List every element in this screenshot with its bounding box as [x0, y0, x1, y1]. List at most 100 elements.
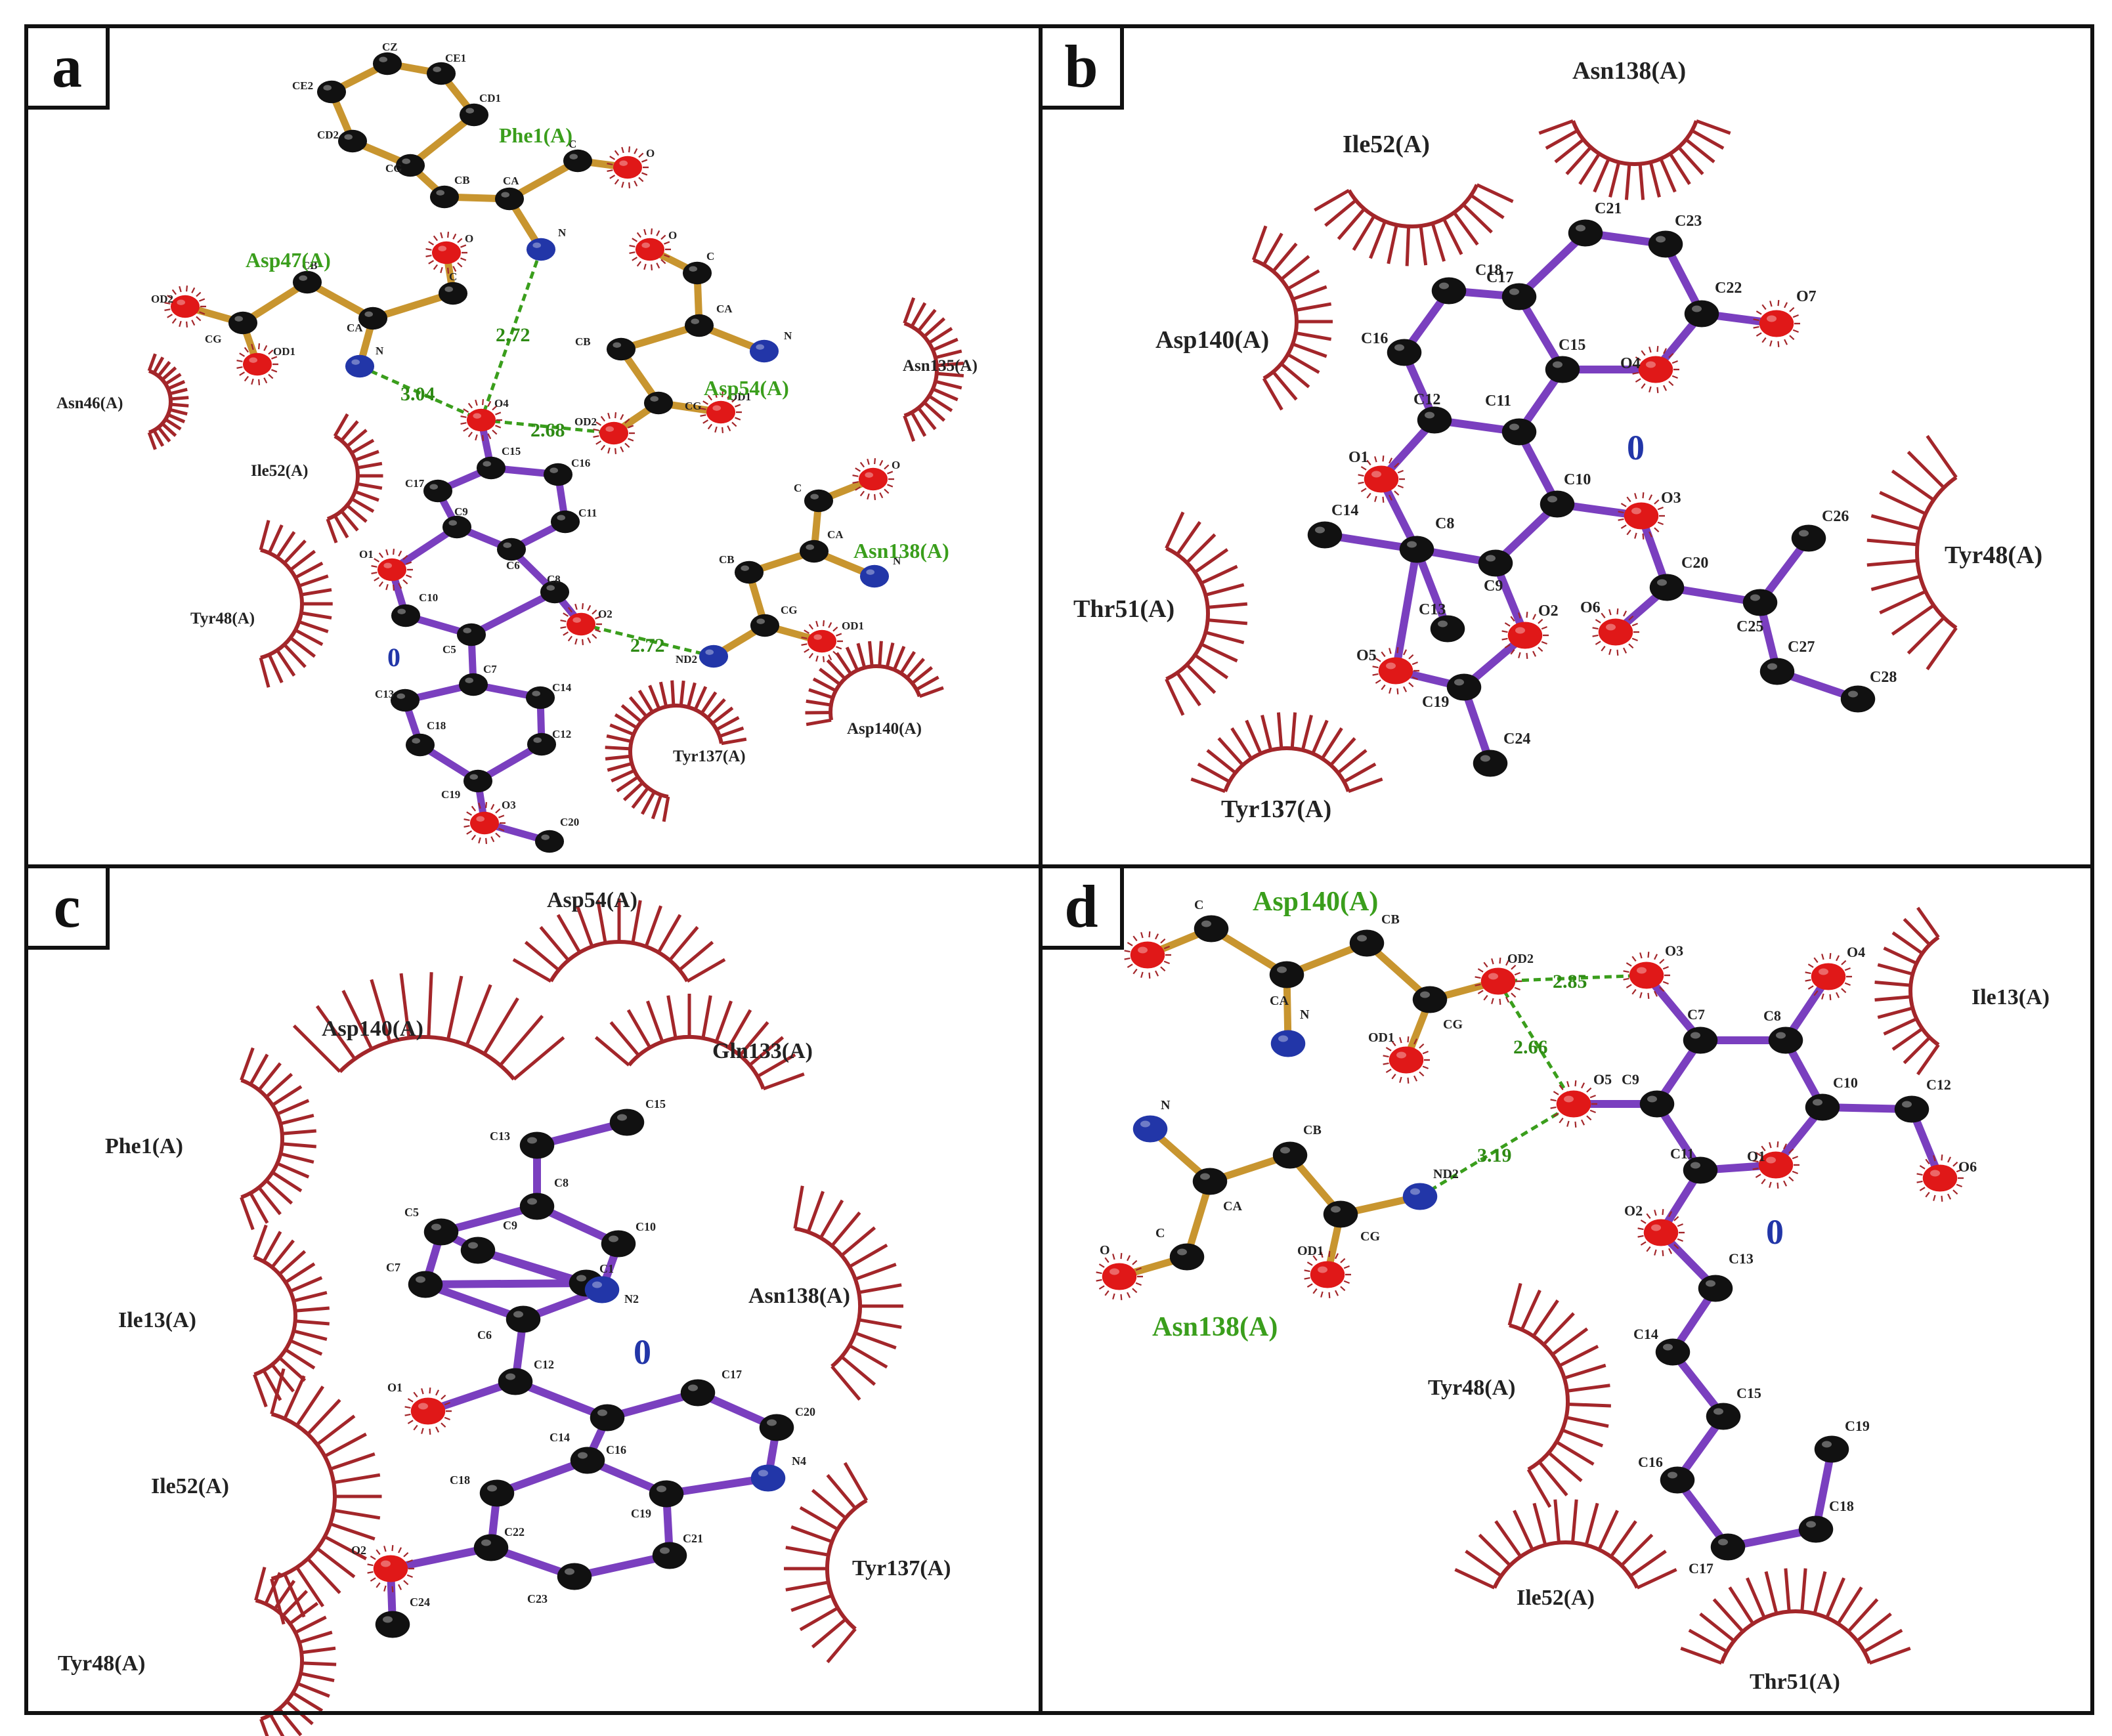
panel-d-ligand-atom-c12: [1894, 1095, 1929, 1123]
panel-b-label-c21: C21: [1595, 200, 1622, 217]
panel-b-atom-c27: [1759, 658, 1795, 685]
panel-b-label-o7: O7: [1796, 288, 1817, 305]
panel-a-asp54-atom-cb: [606, 337, 636, 361]
panel-b-hydro-tyr137-label: Tyr137(A): [1221, 795, 1331, 823]
panel-d-ligand-label-o4: O4: [1847, 944, 1865, 960]
panel-c-atom-c19: [649, 1480, 684, 1508]
panel-b-label-c15: C15: [1559, 337, 1585, 354]
panel-a-asn138-atom-od1: [801, 620, 843, 662]
panel-b-ligand-bond: [1413, 545, 1452, 633]
panel-b-atom-o2: [1501, 612, 1549, 659]
panel-d-asp140-atom-ca: [1269, 961, 1304, 988]
panel-b-hydro-asn138: [1538, 119, 1731, 200]
panel-d-hydro-thr51-label: Thr51(A): [1750, 1670, 1840, 1694]
panel-b-atom-c16: [1387, 339, 1422, 366]
panel-b-atom-c28: [1840, 685, 1876, 713]
panel-a-ligand-atom-c5: [456, 623, 486, 646]
panel-b-hydro-asp140: [1251, 225, 1333, 411]
panel-a-phe1-atom-cz: [372, 52, 402, 75]
panel-c-ligand-bond: [421, 1281, 527, 1323]
panel-d-hbond-1: [1498, 973, 1647, 983]
panel-d-hbond-3: [1419, 1102, 1575, 1198]
panel-d-ligand-label-c10: C10: [1833, 1074, 1858, 1091]
panel-a-hydro-asn135-label: Asn135(A): [903, 357, 978, 375]
panel-b-atom-c20: [1649, 574, 1685, 601]
panel-b-atom-c24: [1473, 750, 1508, 777]
panel-b-label-c28: C28: [1870, 669, 1897, 686]
panel-a-asn138-atom-c: [804, 489, 834, 513]
panel-c-label-n2: N2: [624, 1292, 639, 1305]
panel-a-hydro-tyr48: [259, 520, 333, 688]
panel-b-label-c14: C14: [1331, 502, 1358, 519]
panel-b-hydro-thr51: [1165, 511, 1248, 716]
panel-a-phe1-label-cz: CZ: [382, 41, 398, 53]
panel-b-atom-o5: [1372, 647, 1419, 694]
panel-d-frame: [1039, 864, 2094, 1715]
panel-b-ligand-bond: [1515, 229, 1589, 301]
panel-c-atom-c21: [652, 1542, 687, 1569]
panel-c-ligand-marker: 0: [634, 1332, 651, 1372]
panel-b-hydro-ile52: [1314, 183, 1514, 266]
panel-c-hydro-phe1-label: Phe1(A): [105, 1134, 183, 1158]
panel-d-ligand-atom-o3: [1623, 952, 1670, 999]
panel-d-asp140-label-cg: CG: [1443, 1017, 1463, 1032]
panel-a-asp47-label-cb: CB: [302, 259, 318, 272]
panel-b-ligand-bond: [1392, 545, 1421, 675]
panel-b-hydro-tyr48: [1866, 434, 1958, 671]
panel-b-atom-c19: [1446, 673, 1482, 701]
panel-c-hydro-asp140-label: Asp140(A): [322, 1017, 423, 1041]
panel-d-asp140-atom-od2: [1475, 958, 1522, 1005]
panel-d-ligand-atom-c16: [1660, 1466, 1695, 1494]
panel-a-phe1-atom-cb: [429, 185, 460, 209]
panel-c-atom-c24: [375, 1611, 410, 1638]
panel-d-ligand-label-c15: C15: [1736, 1385, 1761, 1401]
panel-b-hydro-thr51-label: Thr51(A): [1073, 595, 1175, 623]
panel-c-atom-c16: [570, 1447, 605, 1474]
panel-c-atom-c18: [479, 1479, 515, 1507]
panel-a-ligand-label-c18: C18: [427, 719, 446, 732]
panel-a-ligand-atom-c11: [550, 510, 580, 534]
panel-b-label-o2: O2: [1538, 603, 1559, 620]
panel-c-label-c7: C7: [386, 1261, 400, 1274]
panel-a-ligand-atom-c6: [496, 538, 527, 561]
panel-c-hydro-gln133-label: Gln133(A): [712, 1039, 813, 1063]
panel-a-hydro-asn46-label: Asn46(A): [56, 394, 123, 412]
panel-a-res-asp54: Asp54(A): [704, 376, 789, 400]
panel-d-ligand-atom-c18: [1798, 1515, 1834, 1543]
panel-a-phe1-atom-cd1: [459, 103, 489, 127]
panel-d-ligand-label-o5: O5: [1593, 1071, 1612, 1088]
panel-b-atom-c10: [1540, 490, 1575, 518]
panel-c-hydro-ile13: [253, 1224, 330, 1408]
panel-a-asp54-label-od1: OD1: [729, 391, 751, 403]
panel-b-label-o6: O6: [1580, 599, 1601, 616]
panel-b-label-c8: C8: [1435, 515, 1454, 532]
panel-c-label-c19: C19: [631, 1507, 651, 1520]
panel-c-atom-c8: [519, 1193, 555, 1220]
panel-c-label-o1: O1: [387, 1381, 402, 1394]
panel-d-ligand-label-c14: C14: [1633, 1326, 1658, 1342]
panel-a-ligand-atom-c13: [390, 688, 420, 712]
panel-d-asn138-label-ca: CA: [1223, 1199, 1242, 1214]
panel-a-ligand-label-c10: C10: [419, 591, 438, 604]
panel-b-atom-c17: [1501, 283, 1537, 310]
panel-a-hbond-label-1: 2.72: [496, 324, 530, 346]
panel-a-ligand-marker: 0: [387, 643, 400, 672]
panel-a-phe1-label-ca: CA: [503, 175, 519, 187]
panel-a-phe1-atom-cd2: [337, 129, 368, 153]
panel-c-label-c6: C6: [477, 1328, 492, 1342]
panel-c-hydro-phe1: [240, 1047, 316, 1231]
panel-a-hbond-3: [481, 418, 614, 435]
panel-c-label-c8: C8: [554, 1176, 569, 1189]
panel-a-ligand-label-c12: C12: [552, 728, 571, 740]
panel-b-letter-box: [1039, 24, 1124, 110]
panel-d-hydro-ile13: [1874, 906, 1940, 1076]
panel-c-hydro-asn138: [793, 1185, 903, 1401]
panel-d-ligand-label-c8: C8: [1763, 1007, 1781, 1024]
panel-d-ligand-atom-c17: [1710, 1533, 1746, 1561]
panel-d-ligand-atom-o2: [1637, 1209, 1685, 1256]
panel-c-atom-c14: [590, 1404, 625, 1431]
panel-b-atom-c9: [1478, 549, 1513, 577]
panel-b-label-c25: C25: [1736, 618, 1763, 635]
panel-c-atom-n2: [584, 1276, 620, 1303]
